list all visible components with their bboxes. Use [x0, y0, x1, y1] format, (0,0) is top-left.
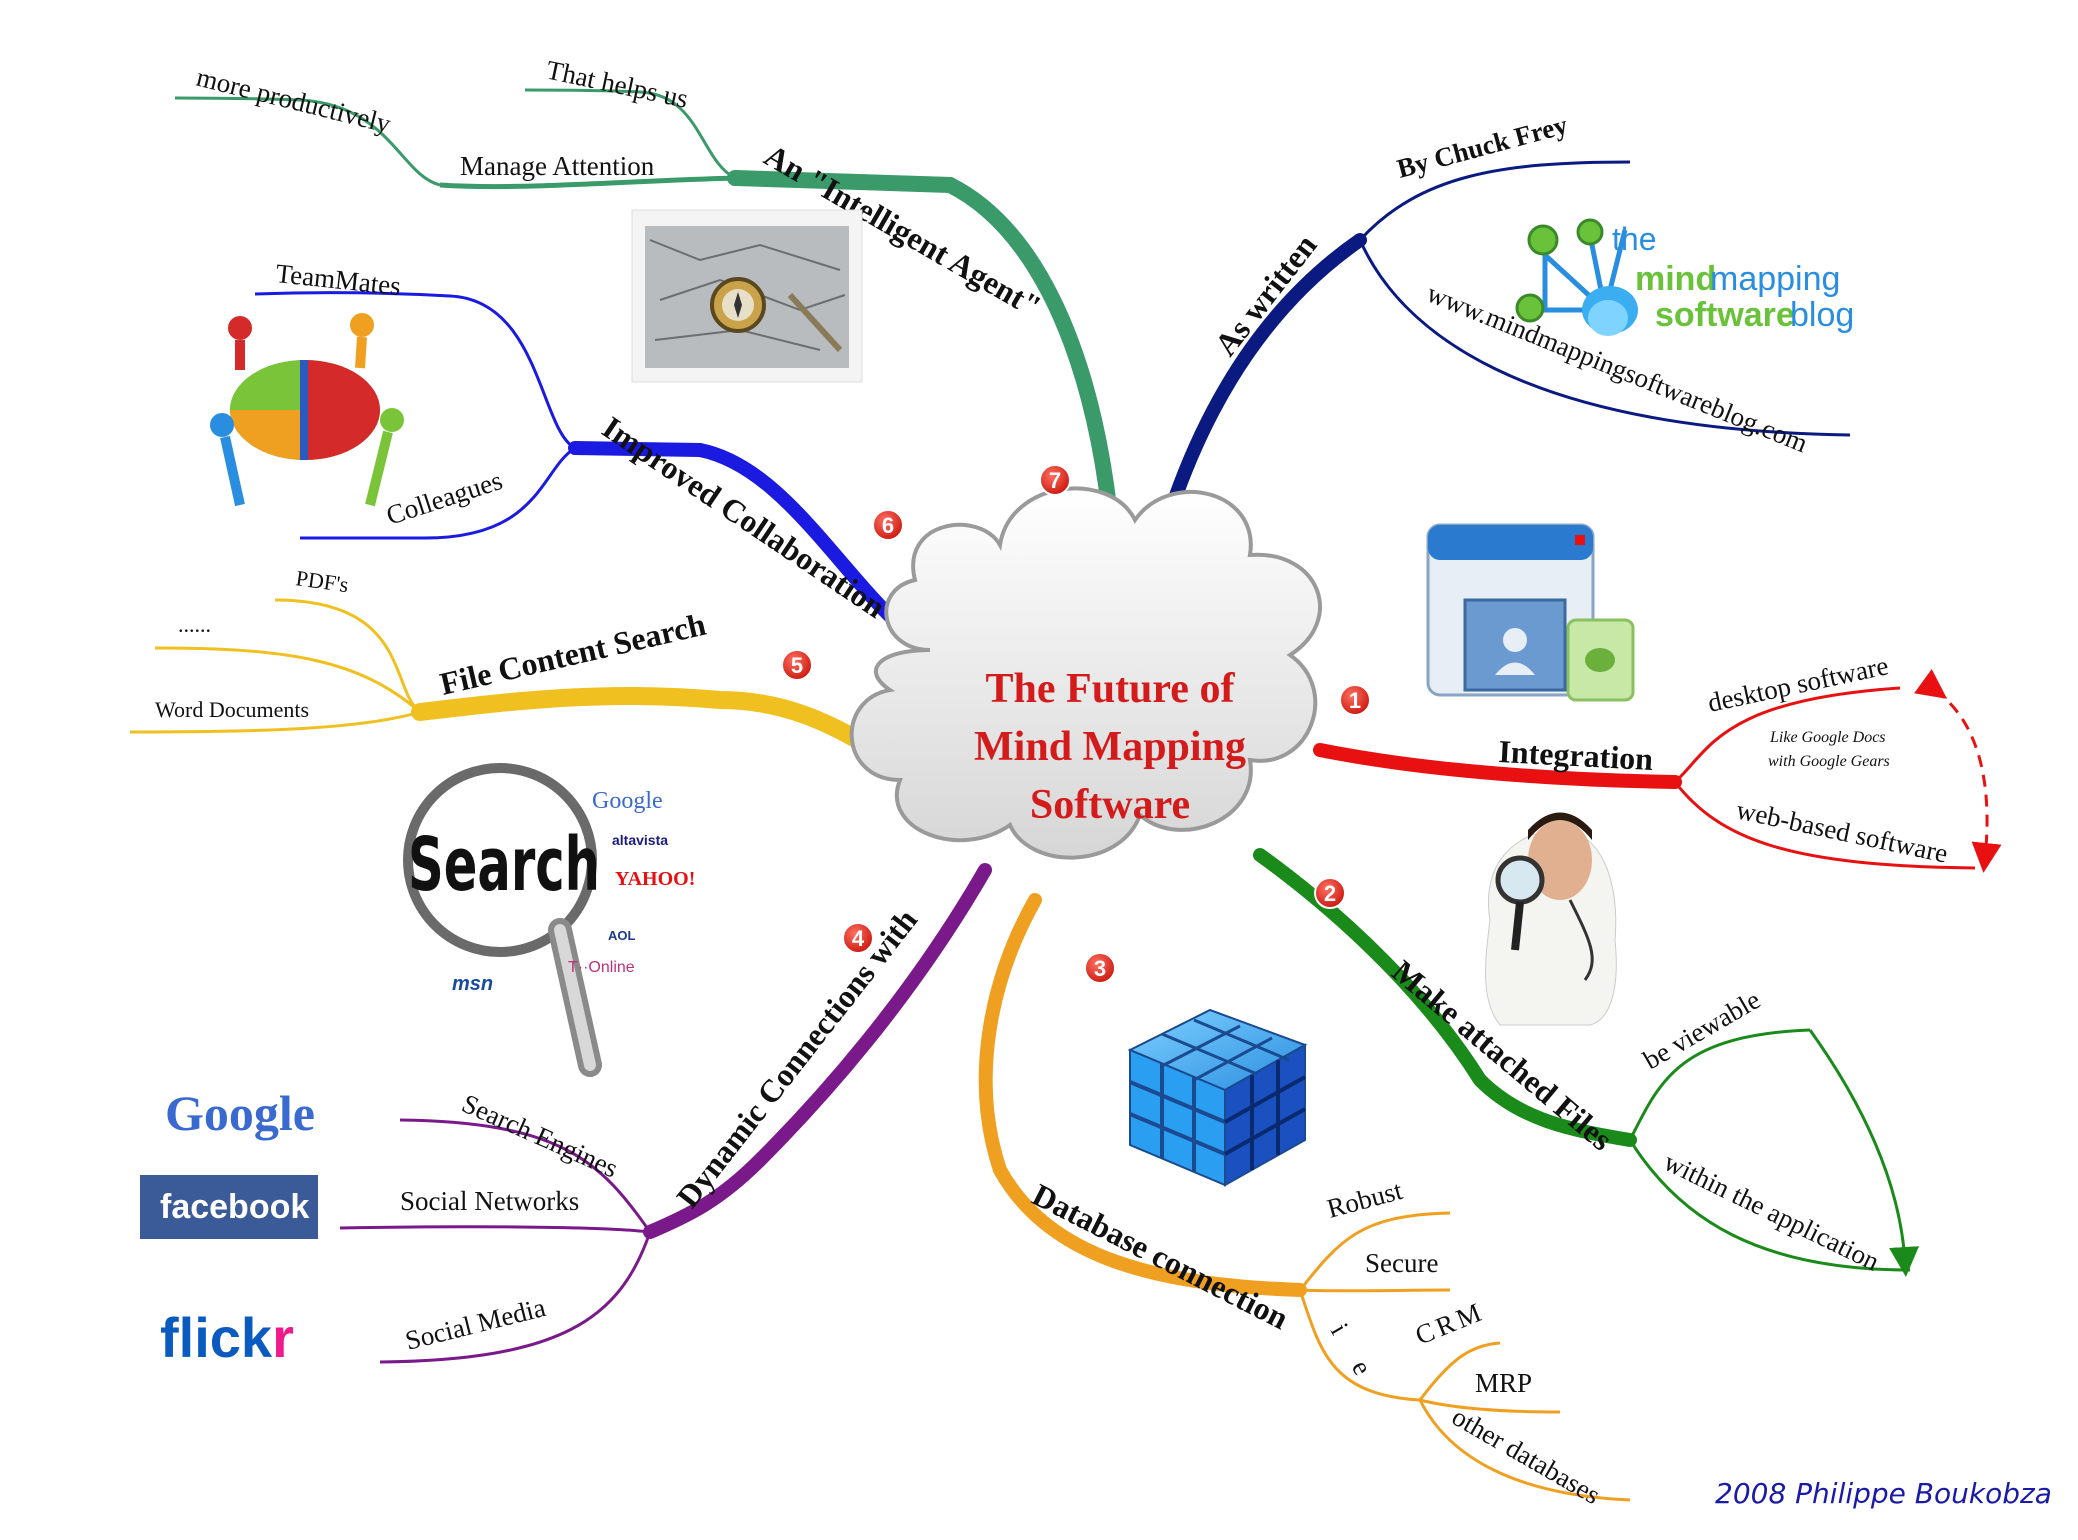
note-google-gears: with Google Gears: [1768, 753, 1890, 770]
label-more-productively: more productively: [194, 62, 395, 139]
badge-7: 7: [1039, 464, 1071, 496]
label-as-written: As written: [1207, 227, 1324, 362]
label-that-helps-us: That helps us: [544, 55, 691, 114]
label-integration: Integration: [1498, 733, 1655, 777]
central-title-line-2: Mind Mapping: [974, 724, 1246, 770]
label-collaboration: Improved Collaboration: [596, 409, 892, 625]
central-cloud: [849, 486, 1322, 860]
badge-4: 4: [842, 922, 874, 954]
svg-text:4: 4: [852, 926, 865, 951]
svg-text:flickr: flickr: [160, 1306, 294, 1369]
branch-attached-files: [1253, 848, 1920, 1277]
blog-logo-mind: mind: [1635, 260, 1716, 298]
branch-database: [978, 893, 1631, 1502]
label-teammates: TeamMates: [274, 258, 402, 301]
svg-text:7: 7: [1049, 468, 1061, 493]
flickr-logo: flickr: [160, 1306, 294, 1369]
branch-integration: [1313, 669, 2002, 873]
engine-altavista: altavista: [612, 832, 668, 848]
badge-6: 6: [872, 509, 904, 541]
engine-yahoo: YAHOO!: [615, 868, 695, 890]
facebook-logo: facebook: [140, 1175, 318, 1239]
label-crm: CRM: [1411, 1296, 1489, 1351]
label-pdfs: PDF's: [294, 565, 350, 597]
label-be-viewable: be viewable: [1638, 984, 1765, 1075]
note-google-docs: Like Google Docs: [1769, 729, 1886, 746]
central-title-line-1: The Future of: [986, 666, 1236, 712]
label-secure: Secure: [1365, 1248, 1438, 1278]
svg-text:3: 3: [1094, 956, 1106, 981]
engine-msn: msn: [452, 973, 493, 995]
search-engines-image: Search Google altavista YAHOO! AOL msn T…: [403, 763, 695, 1077]
svg-text:2: 2: [1324, 881, 1336, 906]
label-database: Database connection: [1027, 1176, 1295, 1336]
integration-window-icon: [1426, 523, 1635, 702]
blog-logo-the: the: [1612, 221, 1656, 257]
database-cube-icon: [1127, 1008, 1308, 1187]
branch-file-search: [129, 598, 899, 769]
engine-tonline: T··Online: [568, 959, 635, 976]
puzzle-teammates-image: [210, 313, 404, 507]
label-social-networks: Social Networks: [400, 1186, 579, 1216]
label-colleagues: Colleagues: [383, 465, 506, 531]
label-web-based-software: web-based software: [1734, 795, 1951, 869]
badge-2: 2: [1314, 877, 1346, 909]
branch-dynamic: [339, 863, 992, 1364]
badge-3: 3: [1084, 952, 1116, 984]
label-word-documents: Word Documents: [155, 697, 309, 722]
svg-text:6: 6: [882, 513, 894, 538]
central-title-line-3: Software: [1030, 782, 1190, 828]
label-mrp: MRP: [1475, 1368, 1532, 1398]
label-desktop-software: desktop software: [1705, 650, 1891, 718]
label-ellipsis: ......: [178, 612, 211, 637]
label-manage-attention: Manage Attention: [460, 151, 655, 181]
svg-text:1: 1: [1349, 688, 1361, 713]
label-robust: Robust: [1324, 1175, 1406, 1224]
credit-text: 2008 Philippe Boukobza: [1715, 1477, 2052, 1510]
blog-logo-blog: blog: [1790, 296, 1854, 334]
google-logo: Google: [165, 1085, 315, 1141]
compass-map-image: [631, 209, 863, 383]
mindmapping-blog-logo: the mind mapping software blog: [1515, 218, 1854, 336]
label-dynamic: Dynamic Connections with: [669, 902, 924, 1214]
engine-aol: AOL: [608, 928, 636, 943]
blog-logo-software: software: [1655, 296, 1795, 334]
label-ie: i e: [1325, 1318, 1385, 1392]
label-file-search: File Content Search: [436, 606, 709, 702]
doctor-magnifier-image: [1485, 812, 1617, 1026]
badge-5: 5: [781, 649, 813, 681]
label-search-engines: Search Engines: [458, 1088, 623, 1183]
svg-text:5: 5: [791, 653, 803, 678]
svg-text:facebook: facebook: [160, 1188, 309, 1226]
badge-1: 1: [1339, 684, 1371, 716]
engine-google: Google: [592, 788, 663, 814]
search-word: Search: [408, 821, 600, 908]
blog-logo-mapping: mapping: [1710, 260, 1840, 298]
